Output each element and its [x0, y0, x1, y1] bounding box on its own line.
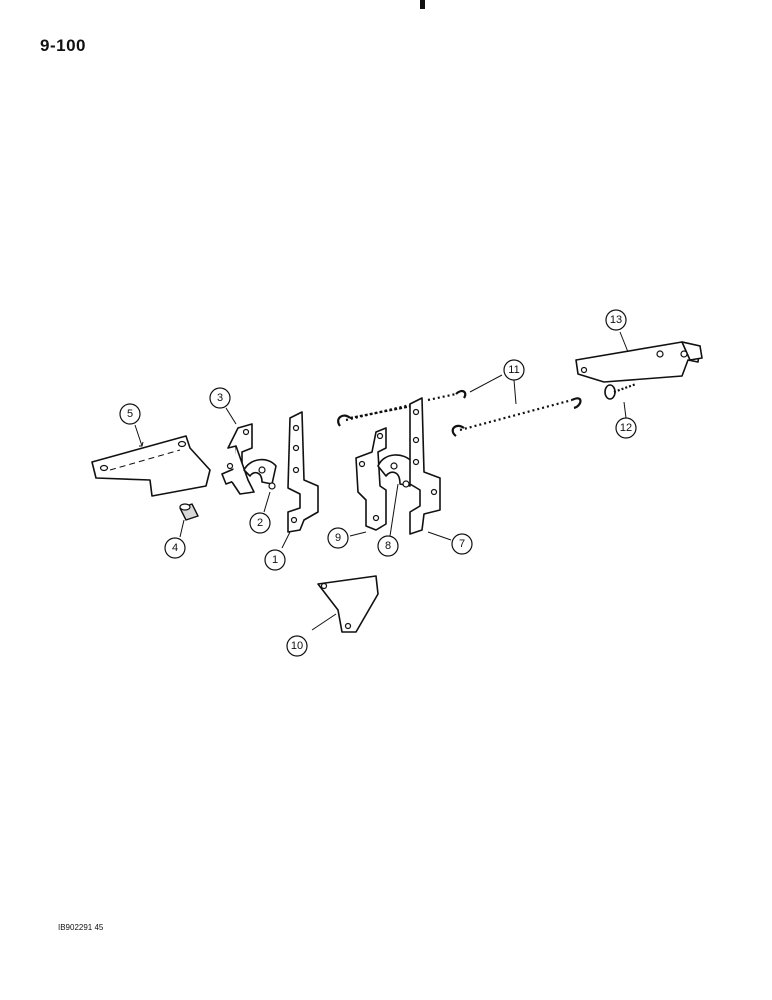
page-number: 9-100 [40, 36, 86, 55]
callout-8: 8 [377, 535, 399, 557]
svg-text:10: 10 [291, 640, 303, 652]
part-9-bracket [355, 427, 387, 531]
callout-5: 5 [119, 403, 141, 425]
callout-3: 3 [209, 387, 231, 409]
callout-7: 7 [451, 533, 473, 555]
callout-2: 2 [249, 512, 271, 534]
callout-4: 4 [164, 537, 186, 559]
svg-text:4: 4 [172, 542, 178, 554]
callout-12: 12 [615, 417, 637, 439]
svg-text:9: 9 [335, 532, 341, 544]
part-8-clip [377, 454, 413, 488]
callout-1: 1 [264, 549, 286, 571]
figure-code: IB902291 45 [58, 923, 104, 932]
svg-text:8: 8 [385, 540, 391, 552]
callout-11: 11 [503, 359, 525, 381]
callout-10: 10 [286, 635, 308, 657]
svg-text:3: 3 [217, 392, 223, 404]
top-edge-mark [420, 0, 425, 9]
svg-text:7: 7 [459, 538, 465, 550]
callout-13: 13 [605, 309, 627, 331]
part-12-bolt [604, 382, 637, 400]
svg-text:1: 1 [272, 554, 278, 566]
svg-text:11: 11 [508, 364, 519, 376]
part-10-plate [317, 575, 379, 633]
part-3-bracket [221, 423, 255, 495]
part-5-bracket [91, 435, 211, 497]
svg-text:2: 2 [257, 517, 263, 529]
part-7-bracket [409, 397, 441, 535]
svg-text:13: 13 [610, 314, 622, 326]
leader-lines [134, 331, 629, 631]
svg-text:5: 5 [127, 408, 133, 420]
part-2-clip [243, 458, 277, 490]
svg-text:12: 12 [620, 422, 632, 434]
part-1-bracket [287, 411, 319, 533]
callout-9: 9 [327, 527, 349, 549]
part-13-bracket [575, 341, 703, 383]
part-11-springs [337, 389, 582, 437]
part-4-pin [179, 503, 199, 521]
